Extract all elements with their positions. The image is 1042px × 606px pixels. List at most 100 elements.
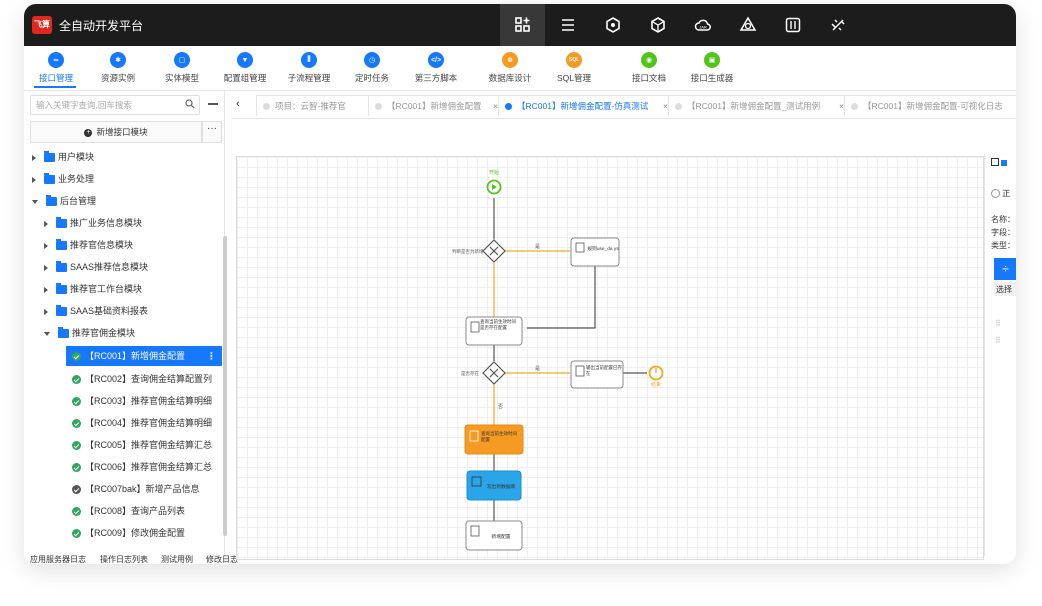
app-window: 飞算 全自动开发平台 JAR [24,4,1016,564]
cube-icon[interactable] [635,4,680,46]
tree-folder[interactable]: SAAS基础资料报表 [44,301,222,321]
hexagon-icon[interactable] [590,4,635,46]
tab-rc001-visual-log[interactable]: 【RC001】新增佣金配置-可视化日志 [844,95,1016,116]
final-node: 新增配置 [465,520,523,551]
tree-item[interactable]: 【RC002】查询佣金结算配置列 [72,369,220,389]
module-toolbar: ∞ 接口管理 ✱ 资源实例 ▢ 实体模型 ▼ 配置组管理 ⫼ 子流程管理 ◷ 定… [24,46,1016,91]
script-node-label: 规则use_da ys [587,245,619,252]
tree-item-selected[interactable]: 【RC001】新增佣金配置⋮ [66,346,222,366]
tool-subprocess[interactable]: ⫼ 子流程管理 [274,52,344,84]
tab-rc001-simulation[interactable]: 【RC001】新增佣金配置-仿真测试× [498,95,674,116]
tree-item[interactable]: 【RC007bak】新增产品信息 [72,479,220,499]
tree-item[interactable]: 【RC003】推荐官佣金结算明细 [72,391,220,411]
query-node-label: 查询当前生效时间是否存在配置 [480,319,516,330]
close-icon[interactable]: × [493,101,498,111]
kebab-menu-icon[interactable]: ⋮ [207,351,216,361]
doc-icon: ◉ [641,52,657,68]
bottom-tab[interactable]: 测试用例 [161,555,193,564]
tab-rc001[interactable]: 【RC001】新增佣金配置× [368,95,504,116]
bottom-tab[interactable]: 修改日志 [206,555,238,564]
sql-icon: SQL [566,52,582,68]
tool-sql-management[interactable]: SQL SQL管理 [539,52,609,84]
error-node-label: 输出当前配置已存在 [586,365,622,376]
script-node: 规则use_da ys [570,237,620,267]
check-icon [72,507,81,517]
drag-handle-icon[interactable]: ⠿ [995,319,1001,328]
db-icon: ⊚ [502,52,518,68]
gateway-2: 是否存在 是 否 [461,361,540,410]
search-icon[interactable] [185,99,195,109]
sliders-icon[interactable] [770,4,815,46]
tool-resource-instance[interactable]: ✱ 资源实例 [83,52,153,84]
tree-folder[interactable]: 后台管理 [32,191,222,211]
tree-folder[interactable]: 业务处理 [32,169,222,189]
flow-icon: ⫼ [301,52,317,68]
bottom-tab[interactable]: 操作日志列表 [100,555,148,564]
tree-item[interactable]: 【RC004】推荐官佣金结算明细 [72,413,220,433]
yes-label: 是 [535,244,540,250]
tool-interface-doc[interactable]: ◉ 接口文档 [614,52,684,84]
gateway1-label: 判断是否为新增 [452,248,484,255]
tree-folder[interactable]: 用户模块 [32,147,222,167]
box-icon: ▢ [174,52,190,68]
collapse-icon[interactable] [208,103,218,105]
tool-scheduled-task[interactable]: ◷ 定时任务 [337,52,407,84]
tree-folder[interactable]: 推广业务信息模块 [44,213,222,233]
final-node-label: 新增配置 [491,533,510,540]
tree-item[interactable]: 【RC005】推荐官佣金结算汇总 [72,435,220,455]
grid-plus-icon[interactable] [500,4,545,46]
add-module-button[interactable]: +新增接口模块 [30,121,202,143]
yes-label: 是 [535,366,540,372]
active-tool-indicator [34,86,76,88]
divide-icon[interactable]: ÷ [994,258,1016,280]
search-input[interactable]: 输入关键字查询,回车搜索 [30,95,200,115]
tab-rc001-testcase[interactable]: 【RC001】新增佣金配置_测试用例× [668,95,850,116]
properties-panel: 正 名称： 字段： 类型： ÷ 选择 ⠿ ⠿ [984,154,1016,556]
tree-folder[interactable]: 推荐官佣金模块 [44,323,222,343]
edge [527,265,596,329]
folder-icon [56,283,67,295]
tool-config-group[interactable]: ▼ 配置组管理 [210,52,280,84]
tree-folder[interactable]: 推荐官信息模块 [44,235,222,255]
editor-tabs: ‹ 项目：云智-推荐官 【RC001】新增佣金配置× 【RC001】新增佣金配置… [232,92,1016,119]
tree-folder[interactable]: 推荐官工作台模块 [44,279,222,299]
close-icon[interactable]: × [839,101,844,111]
top-bar: 飞算 全自动开发平台 JAR [24,4,1016,46]
more-button[interactable]: ··· [202,121,222,143]
tool-interface-generator[interactable]: ▣ 接口生成器 [677,52,747,84]
tree-item[interactable]: 【RC008】查询产品列表 [72,501,220,521]
tool-entity-model[interactable]: ▢ 实体模型 [147,52,217,84]
tool-third-party-script[interactable]: </> 第三方脚本 [401,52,471,84]
gear-icon: ✱ [110,52,126,68]
tab-dot-icon [263,103,270,111]
sidebar-scrollbar[interactable] [223,236,227,536]
scale-icon[interactable] [815,4,860,46]
link-icon: ∞ [48,52,64,68]
tab-dot-icon [675,103,682,111]
gateway-1: 判断是否为新增 是 [452,239,540,263]
cloud-jar-icon[interactable]: JAR [680,4,725,46]
atom-icon[interactable] [725,4,770,46]
radio-option[interactable]: 正 [991,188,1010,199]
tool-interface-management[interactable]: ∞ 接口管理 [24,52,91,84]
tree-item[interactable]: 【RC009】修改佣金配置 [72,523,220,543]
panel-toggle-icons[interactable] [991,158,1008,168]
folder-icon [56,217,67,229]
tree-item[interactable]: 【RC006】推荐官佣金结算汇总 [72,457,220,477]
tab-project[interactable]: 项目：云智-推荐官 [256,95,374,116]
generator-icon: ▣ [704,52,720,68]
field-label: 字段： [991,228,1015,237]
gateway2-label: 是否存在 [461,370,479,377]
close-icon[interactable]: × [663,101,668,111]
drag-handle-icon[interactable]: ⠿ [995,336,1001,345]
folder-icon [46,195,57,207]
select-label: 选择 [996,285,1012,294]
bottom-tab[interactable]: 应用服务器日志 [30,555,86,564]
list-icon[interactable] [545,4,590,46]
app-title: 全自动开发平台 [59,19,144,33]
tool-database-design[interactable]: ⊚ 数据库设计 [475,52,545,84]
flow-canvas[interactable]: 开始 判断是否为新增 是 规则use_da ys 查询当前生效时间是否存在配置 [236,156,984,560]
select-header [994,282,1016,296]
tree-folder[interactable]: SAAS推荐信息模块 [44,257,222,277]
tab-scroll-left-icon[interactable]: ‹ [236,98,240,110]
